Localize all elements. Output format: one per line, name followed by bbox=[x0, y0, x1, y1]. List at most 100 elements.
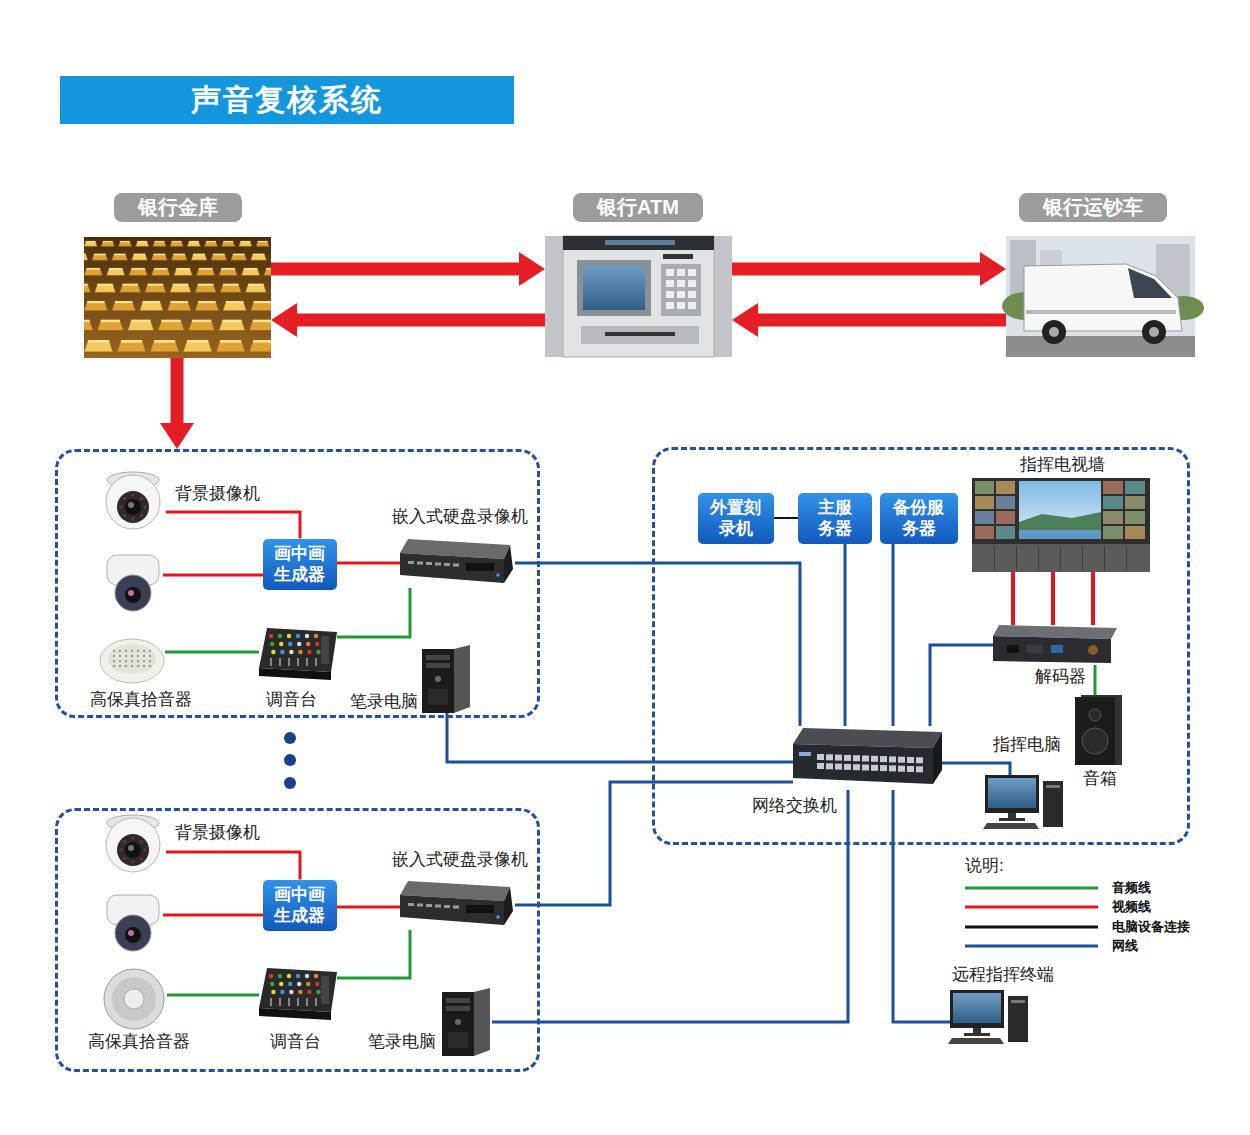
video-tile bbox=[1125, 481, 1145, 494]
server-box: 备份服 务器 bbox=[880, 493, 958, 544]
connector bbox=[165, 652, 259, 653]
gold-bar-shine bbox=[248, 284, 263, 286]
switch-port bbox=[871, 756, 878, 762]
mixer-fader bbox=[315, 998, 317, 1006]
camera-ir-led bbox=[140, 857, 143, 860]
gold-bar-shine bbox=[120, 241, 130, 242]
decoder-port bbox=[1051, 645, 1063, 653]
gold-bar-shine bbox=[206, 241, 216, 242]
video-tile bbox=[996, 511, 1015, 524]
gold-bar-shine bbox=[86, 241, 96, 242]
mixer-knob bbox=[270, 642, 274, 646]
legend-sample-line bbox=[965, 906, 1098, 909]
video-tile bbox=[996, 526, 1015, 539]
monitor-tower-bay bbox=[1046, 785, 1060, 788]
atm-cash-slot bbox=[605, 332, 675, 336]
gold-bar-shine bbox=[155, 241, 165, 242]
camera-dome bbox=[115, 915, 151, 951]
gold-bar-shine bbox=[134, 254, 146, 255]
camera-ir-led bbox=[131, 860, 134, 863]
atm-header bbox=[563, 236, 714, 250]
mixer-knob bbox=[270, 982, 274, 986]
gold-bar-shine bbox=[222, 320, 241, 322]
switch-port bbox=[817, 763, 824, 769]
video-tile bbox=[1125, 496, 1145, 509]
gold-bar bbox=[129, 268, 147, 276]
dvr-button bbox=[408, 903, 414, 906]
site-label: 银行金库 bbox=[114, 193, 242, 222]
mic-hole bbox=[119, 660, 121, 662]
dvr-led bbox=[496, 573, 500, 577]
label-holder: 说明: bbox=[965, 856, 1004, 876]
gold-bar-shine bbox=[220, 340, 241, 343]
switch-port bbox=[853, 755, 860, 761]
atm-key bbox=[666, 269, 674, 276]
mic-hole bbox=[143, 655, 145, 657]
box-label: 备份服 务器 bbox=[892, 497, 946, 540]
atm-key bbox=[666, 291, 674, 298]
connector bbox=[271, 303, 545, 337]
gold-bar bbox=[216, 340, 245, 352]
gold-bar bbox=[84, 320, 93, 331]
mixer-fader bbox=[288, 658, 290, 666]
device-label: 调音台 bbox=[270, 1032, 321, 1052]
gold-bar-shine bbox=[131, 320, 150, 322]
mixer-fader bbox=[306, 998, 308, 1006]
atm-key bbox=[666, 302, 674, 309]
dvr: 嵌入式硬盘录像机 bbox=[400, 535, 515, 588]
dvr-button bbox=[435, 563, 441, 566]
gold-bar-shine bbox=[254, 301, 271, 303]
camera-lens-ring bbox=[117, 834, 149, 866]
gold-bar bbox=[256, 241, 269, 246]
gold-bar bbox=[106, 268, 124, 276]
gold-bar bbox=[145, 284, 166, 293]
speaker-front bbox=[1075, 697, 1115, 765]
camera-ir-led bbox=[143, 848, 146, 851]
gold-bar bbox=[118, 241, 131, 246]
gold-bar bbox=[239, 241, 252, 246]
mixer-knob bbox=[271, 650, 275, 654]
monitor-frame bbox=[985, 775, 1039, 813]
gold-bar-shine bbox=[253, 320, 271, 322]
atm-key bbox=[688, 280, 696, 287]
mixer-knob bbox=[307, 650, 311, 654]
camera-glint bbox=[128, 930, 134, 936]
dvr-button bbox=[453, 906, 459, 909]
connector bbox=[447, 713, 793, 762]
atm-key bbox=[688, 291, 696, 298]
cabinet-divider bbox=[1038, 546, 1039, 570]
gold-bar bbox=[187, 241, 200, 246]
gold-bar-shine bbox=[121, 340, 142, 343]
mixer-knob bbox=[316, 990, 320, 994]
mixer-knob bbox=[298, 990, 302, 994]
signal-wire bbox=[1011, 572, 1015, 625]
title-text: 声音复核系统 bbox=[191, 80, 383, 121]
box-label: 主服 务器 bbox=[816, 497, 853, 540]
keyboard bbox=[983, 823, 1039, 829]
monitor-base bbox=[999, 818, 1025, 821]
dvr-led bbox=[496, 915, 500, 919]
atm-key bbox=[677, 280, 685, 287]
legend-holder: 网线 bbox=[1112, 938, 1138, 954]
gold-bar bbox=[270, 284, 271, 293]
mic-ring bbox=[112, 977, 156, 1021]
mixer-knob bbox=[287, 974, 291, 978]
device-label: 背景摄像机 bbox=[175, 484, 260, 504]
pc-tower: 笔录电脑 bbox=[420, 645, 472, 713]
video-tile bbox=[1125, 526, 1145, 539]
gold-bar-shine bbox=[253, 340, 271, 343]
gold-bar bbox=[84, 340, 113, 352]
gold-bar-shine bbox=[193, 254, 205, 255]
pc-bay bbox=[446, 1006, 470, 1011]
mic-hole bbox=[137, 665, 139, 667]
device-label: 调音台 bbox=[266, 690, 317, 710]
mixer-knob bbox=[298, 650, 302, 654]
decoder-port bbox=[1007, 645, 1019, 653]
ellipsis-dot bbox=[284, 732, 296, 744]
mixer-knob bbox=[279, 642, 283, 646]
connector bbox=[492, 790, 848, 1022]
decoder-jack bbox=[1088, 645, 1098, 655]
note-label: 说明: bbox=[965, 856, 1004, 876]
connector bbox=[893, 790, 950, 1022]
